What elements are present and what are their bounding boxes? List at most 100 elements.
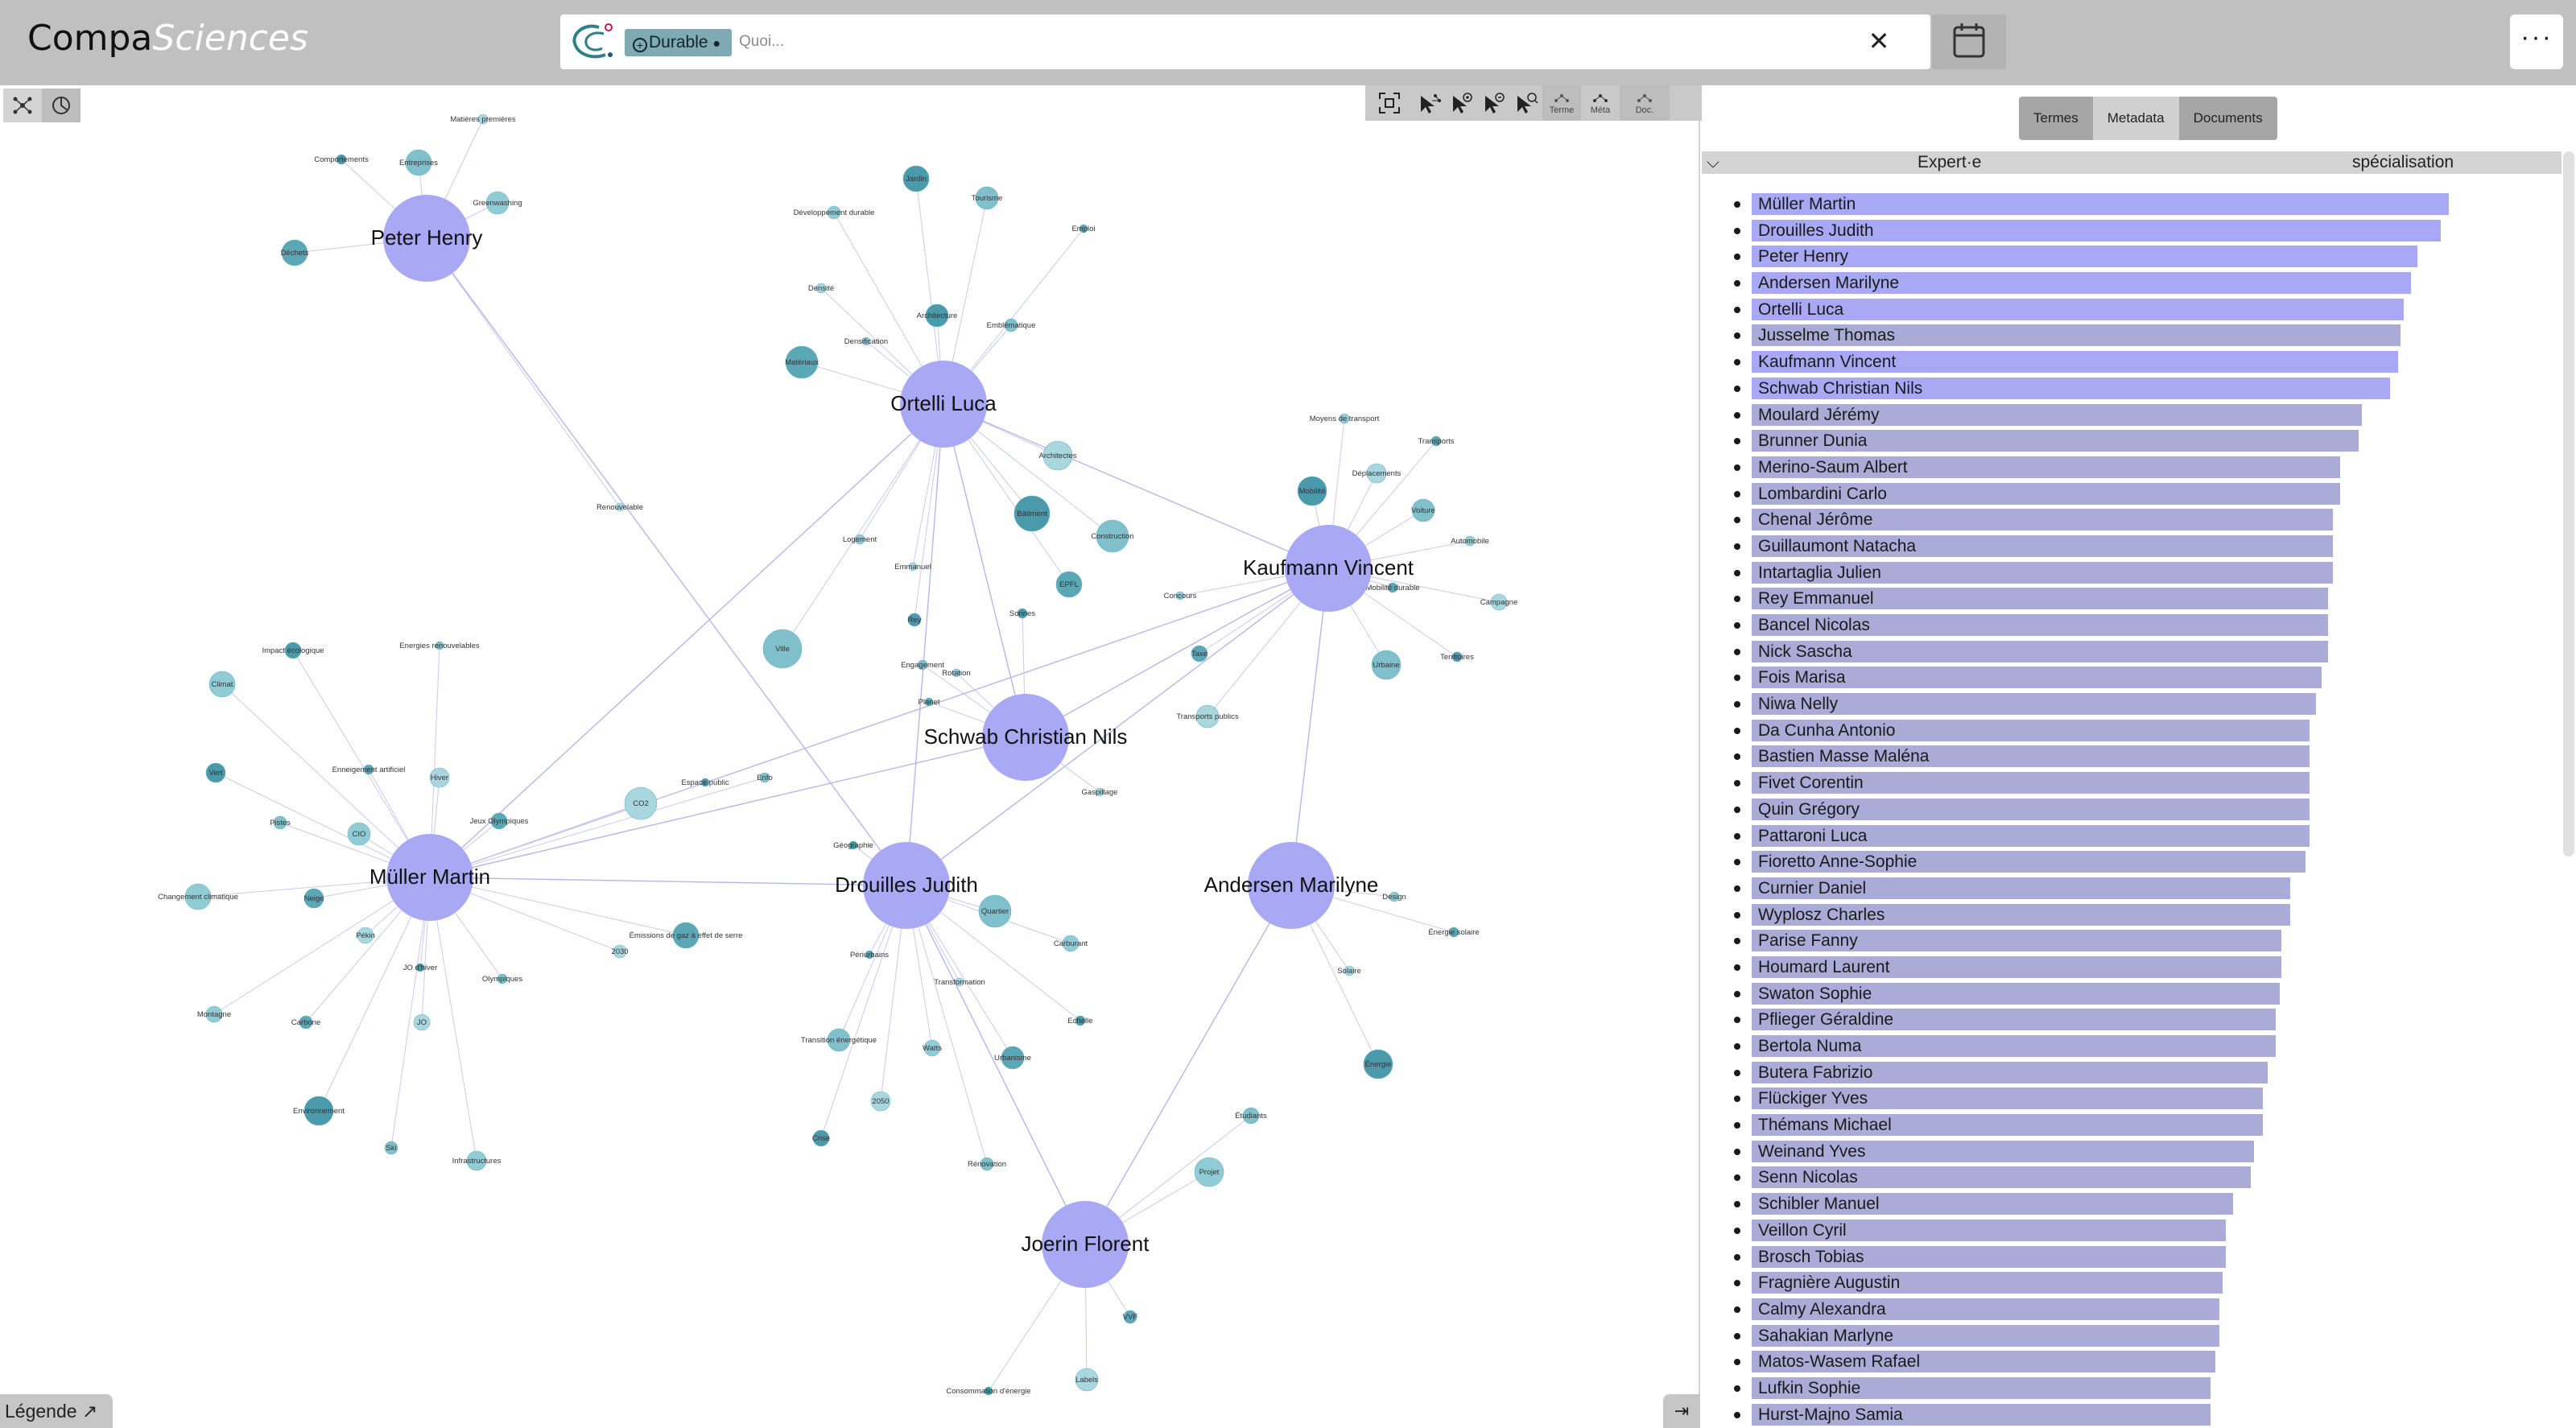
graph-view-button[interactable]	[3, 89, 42, 122]
term-node[interactable]	[1062, 935, 1080, 952]
term-node[interactable]	[861, 336, 871, 346]
tab-metadata[interactable]: Metadata	[2092, 97, 2179, 140]
more-menu-button[interactable]: ···	[2510, 14, 2563, 69]
term-node[interactable]	[205, 1005, 223, 1023]
calendar-button[interactable]	[1932, 14, 2006, 69]
term-node[interactable]	[865, 950, 874, 960]
term-node[interactable]	[1371, 650, 1402, 680]
term-node[interactable]	[1411, 498, 1435, 522]
term-node[interactable]	[672, 922, 700, 949]
term-node[interactable]	[1344, 965, 1355, 976]
expert-node[interactable]	[982, 694, 1069, 781]
term-node[interactable]	[854, 534, 865, 545]
expert-node[interactable]	[386, 834, 473, 921]
term-node[interactable]	[205, 762, 226, 783]
zoom-out-tool-button[interactable]	[1478, 85, 1510, 121]
term-node[interactable]	[284, 642, 302, 659]
list-scrollbar[interactable]	[2563, 151, 2574, 856]
expert-node[interactable]	[1285, 525, 1372, 612]
term-node[interactable]	[299, 1015, 313, 1030]
term-node[interactable]	[1451, 651, 1463, 662]
fit-view-button[interactable]	[1365, 85, 1414, 121]
term-node[interactable]	[827, 1028, 851, 1052]
expert-node[interactable]	[1248, 842, 1335, 929]
term-node[interactable]	[1013, 495, 1051, 532]
doc-toggle[interactable]: Doc.	[1620, 85, 1670, 121]
expert-node[interactable]	[1042, 1201, 1129, 1288]
term-node[interactable]	[1055, 571, 1083, 598]
term-node[interactable]	[613, 944, 627, 959]
term-node[interactable]	[415, 963, 425, 972]
term-node[interactable]	[1075, 1368, 1099, 1392]
term-node[interactable]	[848, 840, 858, 850]
term-node[interactable]	[827, 205, 841, 220]
term-node[interactable]	[363, 764, 374, 775]
term-node[interactable]	[347, 822, 371, 846]
term-node[interactable]	[1079, 224, 1088, 233]
term-node[interactable]	[413, 1013, 431, 1031]
term-node[interactable]	[435, 641, 444, 650]
term-node[interactable]	[1194, 1157, 1224, 1187]
search-eye-icon[interactable]	[568, 19, 617, 64]
term-node[interactable]	[984, 1386, 993, 1396]
term-node[interactable]	[902, 165, 930, 192]
term-node[interactable]	[1297, 476, 1327, 506]
term-node[interactable]	[1366, 463, 1387, 484]
app-logo[interactable]: CompaSciences	[27, 16, 308, 61]
plus-circle-icon[interactable]: +	[633, 38, 647, 52]
term-node[interactable]	[624, 786, 658, 820]
term-node[interactable]	[1123, 1310, 1137, 1324]
term-node[interactable]	[1195, 704, 1220, 728]
term-node[interactable]	[615, 502, 625, 512]
term-node[interactable]	[907, 613, 922, 627]
term-node[interactable]	[429, 767, 450, 788]
term-node[interactable]	[1001, 1046, 1025, 1070]
chevron-down-icon[interactable]: ⌵	[1707, 153, 1719, 171]
filter-chip-durable[interactable]: +Durable ●	[625, 29, 733, 56]
term-node[interactable]	[1042, 440, 1073, 471]
zoom-reset-tool-button[interactable]	[1510, 85, 1542, 121]
term-node[interactable]	[759, 772, 770, 783]
term-node[interactable]	[980, 1157, 994, 1171]
legend-button[interactable]: Légende ↗	[0, 1394, 113, 1428]
term-node[interactable]	[1430, 435, 1442, 447]
term-node[interactable]	[273, 815, 287, 830]
term-node[interactable]	[955, 977, 964, 987]
term-node[interactable]	[384, 1141, 398, 1155]
term-node[interactable]	[1339, 413, 1350, 424]
close-icon[interactable]: ✕	[1868, 27, 1890, 56]
chart-view-button[interactable]	[42, 89, 80, 122]
term-node[interactable]	[923, 1039, 941, 1057]
term-node[interactable]	[785, 345, 819, 379]
term-node[interactable]	[184, 883, 212, 910]
term-node[interactable]	[1095, 787, 1104, 797]
term-node[interactable]	[405, 149, 432, 176]
term-node[interactable]	[952, 668, 961, 678]
term-node[interactable]	[1363, 1049, 1393, 1079]
term-node[interactable]	[477, 113, 489, 125]
select-tool-button[interactable]	[1414, 85, 1446, 121]
term-node[interactable]	[812, 1129, 830, 1147]
expert-node[interactable]	[863, 842, 950, 929]
tab-documents[interactable]: Documents	[2178, 97, 2277, 140]
term-node[interactable]	[1004, 318, 1018, 332]
term-node[interactable]	[281, 239, 308, 266]
term-node[interactable]	[924, 697, 934, 707]
term-node[interactable]	[1075, 1015, 1086, 1026]
search-input[interactable]	[739, 27, 1705, 56]
term-node[interactable]	[978, 894, 1012, 928]
term-node[interactable]	[815, 283, 827, 294]
term-node[interactable]	[1389, 891, 1400, 902]
term-node[interactable]	[485, 191, 510, 215]
term-node[interactable]	[1191, 645, 1208, 662]
term-node[interactable]	[908, 562, 918, 572]
term-node[interactable]	[490, 812, 508, 830]
meta-toggle[interactable]: Méta	[1581, 85, 1620, 121]
term-node[interactable]	[1242, 1107, 1260, 1125]
term-node[interactable]	[1017, 608, 1028, 619]
term-node[interactable]	[497, 973, 508, 984]
term-node[interactable]	[466, 1150, 487, 1171]
term-node[interactable]	[975, 186, 999, 210]
term-node[interactable]	[208, 671, 236, 698]
term-node[interactable]	[1096, 519, 1129, 553]
